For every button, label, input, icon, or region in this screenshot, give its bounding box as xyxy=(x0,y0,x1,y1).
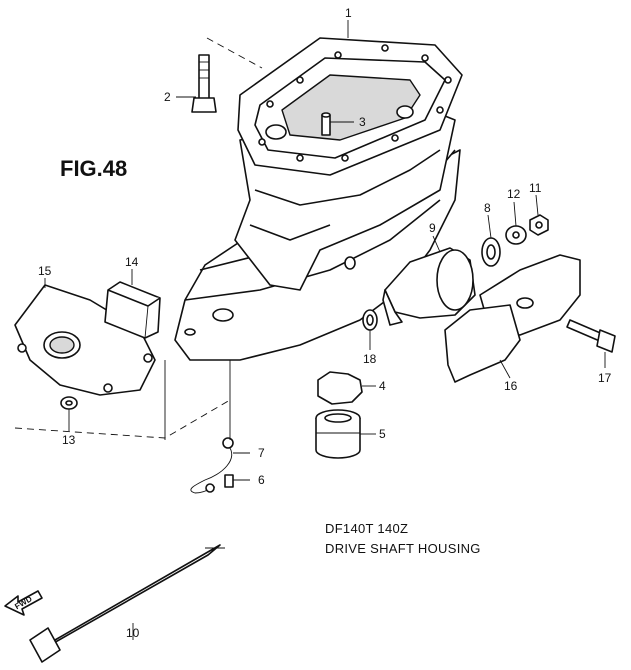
callout-10: 10 xyxy=(126,626,140,640)
callout-11: 11 xyxy=(529,181,542,195)
rubber-mount xyxy=(104,281,161,339)
callout-12: 12 xyxy=(507,187,521,201)
wire-clip xyxy=(190,437,234,494)
fwd-marker: FWD xyxy=(4,590,43,616)
callout-14: 14 xyxy=(125,255,139,269)
callout-5: 5 xyxy=(379,427,386,441)
callout-7: 7 xyxy=(258,446,265,460)
mount-bracket xyxy=(14,284,156,396)
caption-description: DRIVE SHAFT HOUSING xyxy=(325,541,481,556)
callout-2: 2 xyxy=(164,90,171,104)
mount-cover xyxy=(444,254,581,383)
callout-18: 18 xyxy=(363,352,377,366)
washer-18 xyxy=(362,309,378,331)
bearing xyxy=(315,409,361,459)
dowel-pin xyxy=(321,112,331,136)
caption-model: DF140T 140Z xyxy=(325,521,408,536)
callout-8: 8 xyxy=(484,201,491,215)
reference-line-top xyxy=(206,37,263,69)
callout-4: 4 xyxy=(379,379,386,393)
callout-3: 3 xyxy=(359,115,366,129)
washer-8 xyxy=(481,237,501,267)
callout-17: 17 xyxy=(598,371,612,385)
cover-bolt xyxy=(566,319,616,353)
screw xyxy=(224,474,234,488)
callout-labels: 1 2 3 4 5 6 7 8 9 10 11 12 13 14 15 16 1… xyxy=(38,6,612,640)
housing-bolt xyxy=(191,54,217,113)
callout-15: 15 xyxy=(38,264,52,278)
callout-9: 9 xyxy=(429,221,436,235)
rubber-bushing xyxy=(382,247,476,326)
gasket xyxy=(317,371,363,405)
drive-shaft-housing xyxy=(174,37,463,361)
callout-16: 16 xyxy=(504,379,518,393)
washer-12 xyxy=(505,225,527,245)
leader-lines xyxy=(44,20,606,640)
callout-1: 1 xyxy=(345,6,352,20)
stud-bolt xyxy=(29,544,225,663)
nut xyxy=(529,214,549,236)
callout-13: 13 xyxy=(62,433,76,447)
figure-title: FIG.48 xyxy=(60,156,127,181)
callout-6: 6 xyxy=(258,473,265,487)
washer-13 xyxy=(60,396,78,410)
reference-line-bracket xyxy=(14,399,231,439)
